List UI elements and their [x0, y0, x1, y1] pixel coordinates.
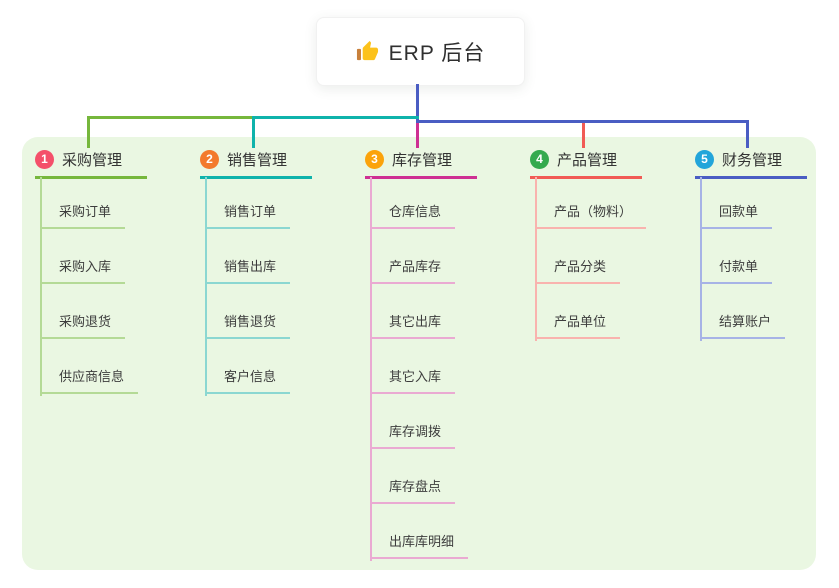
subtopic-node[interactable]: 产品单位: [535, 312, 621, 339]
subtopic-node[interactable]: 供应商信息: [40, 367, 139, 394]
root-topic-label: ERP 后台: [388, 41, 486, 65]
root-topic-node[interactable]: ERP 后台: [316, 17, 525, 86]
subtopic-node[interactable]: 销售退货: [205, 312, 291, 339]
drop-line-4: [582, 123, 585, 148]
priority-badge-3: 3: [365, 149, 384, 169]
subtopic-node[interactable]: 仓库信息: [370, 202, 456, 229]
topic-node-4[interactable]: 4 产品管理: [530, 147, 642, 179]
root-connector-line: [416, 84, 419, 123]
branches-panel: [22, 137, 816, 570]
thumbs-up-icon: [356, 40, 379, 63]
topic-label: 采购管理: [62, 151, 123, 169]
child-spine-line: [700, 177, 702, 341]
bus-line-5: [416, 120, 749, 123]
priority-badge-4: 4: [530, 149, 549, 169]
topic-label: 库存管理: [392, 151, 453, 169]
subtopic-node[interactable]: 其它入库: [370, 367, 456, 394]
subtopic-node[interactable]: 产品库存: [370, 257, 456, 284]
subtopic-node[interactable]: 销售订单: [205, 202, 291, 229]
subtopic-node[interactable]: 采购订单: [40, 202, 126, 229]
subtopic-node[interactable]: 客户信息: [205, 367, 291, 394]
priority-badge-2: 2: [200, 149, 219, 169]
subtopic-node[interactable]: 销售出库: [205, 257, 291, 284]
topic-label: 销售管理: [227, 151, 288, 169]
topic-node-2[interactable]: 2 销售管理: [200, 147, 312, 179]
drop-line-3: [416, 123, 419, 148]
subtopic-node[interactable]: 回款单: [700, 202, 773, 229]
subtopic-node[interactable]: 库存调拨: [370, 422, 456, 449]
priority-badge-1: 1: [35, 149, 54, 169]
topic-node-3[interactable]: 3 库存管理: [365, 147, 477, 179]
drop-line-2: [252, 116, 255, 148]
bus-line-2: [252, 116, 419, 119]
topic-node-5[interactable]: 5 财务管理: [695, 147, 807, 179]
subtopic-node[interactable]: 产品分类: [535, 257, 621, 284]
subtopic-node[interactable]: 采购入库: [40, 257, 126, 284]
drop-line-5: [746, 123, 749, 148]
topic-label: 产品管理: [557, 151, 618, 169]
child-spine-line: [40, 177, 42, 396]
child-spine-line: [205, 177, 207, 396]
child-spine-line: [370, 177, 372, 561]
topic-label: 财务管理: [722, 151, 783, 169]
subtopic-node[interactable]: 其它出库: [370, 312, 456, 339]
subtopic-node[interactable]: 结算账户: [700, 312, 786, 339]
topic-node-1[interactable]: 1 采购管理: [35, 147, 147, 179]
subtopic-node[interactable]: 采购退货: [40, 312, 126, 339]
subtopic-node[interactable]: 付款单: [700, 257, 773, 284]
child-spine-line: [535, 177, 537, 341]
drop-line-1: [87, 116, 90, 148]
subtopic-node[interactable]: 库存盘点: [370, 477, 456, 504]
subtopic-node[interactable]: 出库库明细: [370, 532, 469, 559]
priority-badge-5: 5: [695, 149, 714, 169]
subtopic-node[interactable]: 产品（物料）: [535, 202, 647, 229]
